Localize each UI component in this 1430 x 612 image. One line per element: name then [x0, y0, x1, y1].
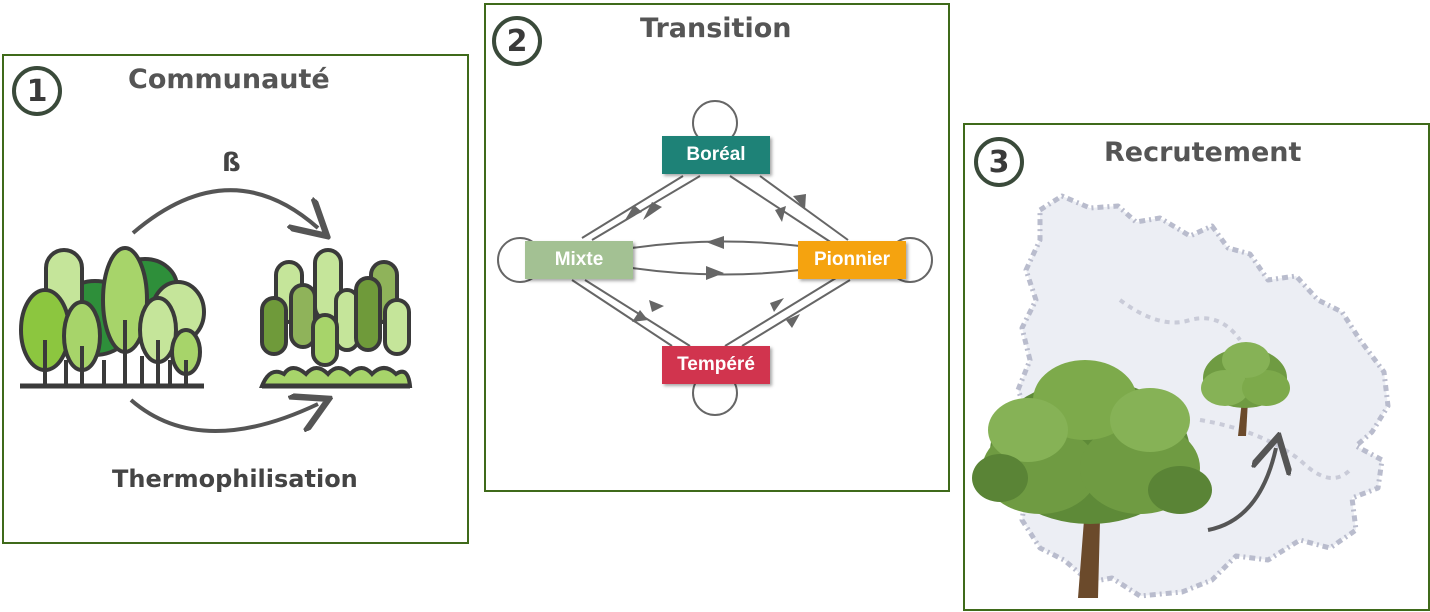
thermophilisation-label: Thermophilisation [112, 465, 358, 493]
beta-arrow [131, 188, 318, 233]
arrowhead [770, 298, 784, 312]
panel-title-community: Communauté [128, 64, 330, 95]
mature-tree-icon [972, 360, 1212, 598]
arrowhead [793, 194, 806, 210]
state-mixte: Mixte [525, 241, 633, 279]
arrowhead [706, 236, 724, 249]
thermophilisation-arrow [129, 400, 318, 434]
state-pionnier: Pionnier [798, 241, 906, 279]
arrowhead [775, 206, 786, 222]
edge-pionnier-tempere [741, 279, 851, 347]
edge-tempere-pionnier [724, 277, 837, 347]
edge-boreal-mixte [591, 175, 701, 241]
beta-label: ß [222, 148, 241, 178]
boreal-forest-icon [19, 246, 206, 389]
state-boreal: Boréal [662, 136, 770, 174]
arrowhead [706, 266, 724, 280]
temperate-forest-icon [259, 248, 413, 389]
young-tree-icon [1201, 342, 1290, 436]
panel-number-2: 2 [492, 16, 542, 66]
arrowhead [649, 300, 664, 312]
edge-mixte-boreal [581, 175, 684, 239]
arrowhead [786, 314, 800, 328]
edge-mixte-tempere [584, 279, 691, 347]
arrowhead [632, 310, 648, 322]
panel-number-3: 3 [974, 137, 1024, 187]
panel-number-1: 1 [12, 66, 62, 116]
state-tempere: Tempéré [662, 346, 770, 384]
recruitment-arrow [1207, 448, 1276, 532]
arrowhead [625, 205, 642, 220]
panel-title-recruitment: Recrutement [1104, 137, 1302, 168]
panel-title-transition: Transition [640, 13, 792, 44]
edge-tempere-mixte [571, 279, 673, 347]
arrowhead [643, 202, 662, 220]
